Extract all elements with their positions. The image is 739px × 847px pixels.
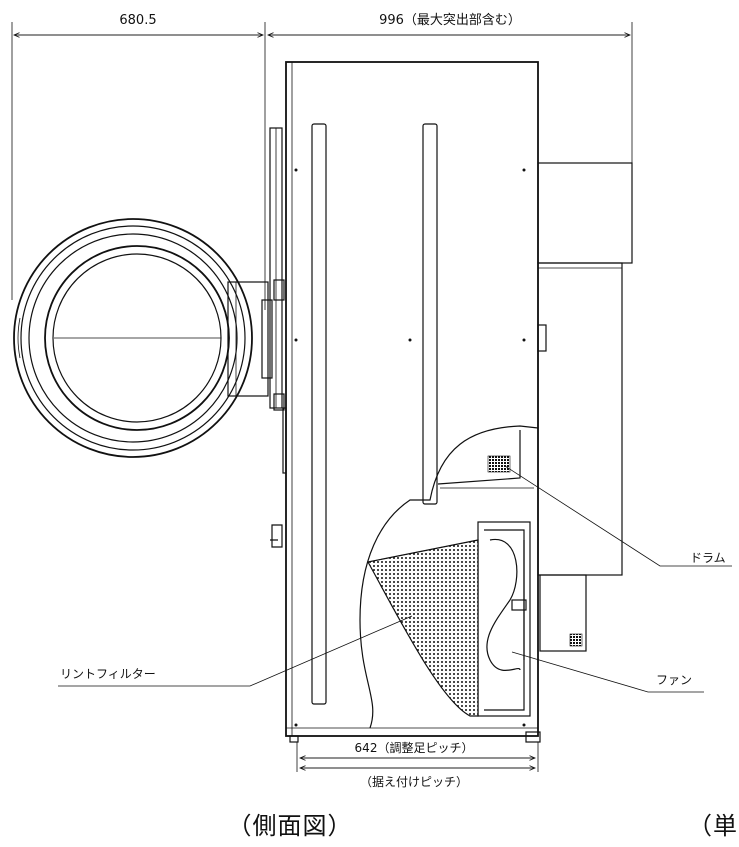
fan-label: ファン	[656, 673, 692, 687]
lint-filter-label: リントフィルター	[60, 667, 156, 681]
door	[13, 218, 273, 458]
side-view-caption: （側面図）	[228, 812, 353, 840]
top-dimension-lines	[11, 22, 633, 310]
lint-filter	[367, 539, 479, 717]
install-pitch-dimension: （据え付けピッチ）	[360, 775, 468, 789]
cabinet	[269, 61, 539, 737]
feet	[289, 731, 541, 743]
unit-caption: （単	[688, 812, 738, 840]
drum-cutout	[359, 425, 539, 729]
bottom-dimension-lines	[296, 742, 539, 772]
drum-label: ドラム	[690, 551, 726, 565]
leader-lines	[58, 465, 732, 693]
fan-housing	[477, 521, 531, 717]
body-depth-dimension: 996（最大突出部含む）	[379, 12, 521, 28]
rear-protrusions	[537, 162, 633, 652]
foot-pitch-dimension: 642（調整足ピッチ）	[355, 740, 474, 755]
door-depth-dimension: 680.5	[119, 13, 156, 28]
